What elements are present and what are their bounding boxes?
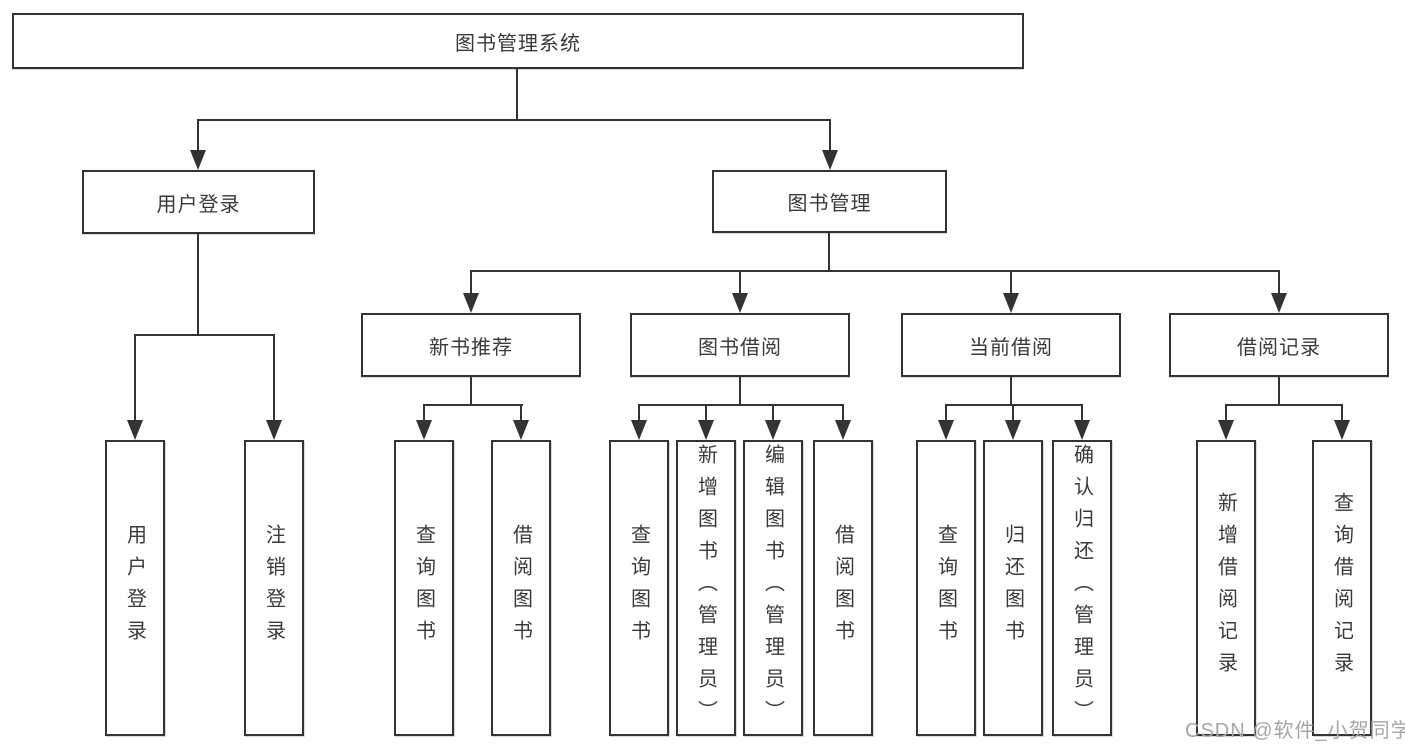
connector-line xyxy=(828,233,830,272)
connector-line xyxy=(470,270,1280,272)
connector-line xyxy=(520,404,522,422)
arrow-down-icon xyxy=(835,420,851,440)
arrow-down-icon xyxy=(631,420,647,440)
leaf-user-login: 用户登录 xyxy=(105,440,165,736)
connector-line xyxy=(197,119,831,121)
connector-line xyxy=(1278,377,1280,406)
node-book-borrowing: 图书借阅 xyxy=(630,313,850,377)
node-label: 图书借阅 xyxy=(698,336,782,359)
connector-line xyxy=(842,404,844,422)
connector-line xyxy=(423,404,523,406)
leaf-query-books-borrowing: 查询图书 xyxy=(609,440,669,736)
node-label: 借阅图书 xyxy=(509,524,532,652)
node-label: 用户登录 xyxy=(123,524,146,652)
connector-line xyxy=(705,404,707,422)
arrow-down-icon xyxy=(190,150,206,170)
connector-line xyxy=(470,377,472,406)
arrow-down-icon xyxy=(513,420,529,440)
connector-line xyxy=(197,234,199,335)
arrow-down-icon xyxy=(698,420,714,440)
node-label: 用户登录 xyxy=(156,193,241,216)
node-label: 新增借阅记录 xyxy=(1214,492,1237,684)
node-label: 确认归还（管理员） xyxy=(1070,444,1093,732)
arrow-down-icon xyxy=(1074,420,1090,440)
leaf-borrow-books-recommend: 借阅图书 xyxy=(491,440,551,736)
connector-line xyxy=(739,270,741,295)
arrow-down-icon xyxy=(463,293,479,313)
node-label: 查询图书 xyxy=(412,524,435,652)
node-label: 查询借阅记录 xyxy=(1330,492,1353,684)
arrow-down-icon xyxy=(127,420,143,440)
connector-line xyxy=(1010,270,1012,295)
node-label: 查询图书 xyxy=(627,524,650,652)
leaf-return-books: 归还图书 xyxy=(983,440,1043,736)
connector-line xyxy=(516,69,518,120)
node-label: 图书管理系统 xyxy=(455,32,581,55)
leaf-logout-login: 注销登录 xyxy=(244,440,304,736)
connector-line xyxy=(772,404,774,422)
connector-line xyxy=(1278,270,1280,295)
node-library-management-system: 图书管理系统 xyxy=(12,13,1024,69)
node-label: 编辑图书（管理员） xyxy=(761,444,784,732)
arrow-down-icon xyxy=(1005,420,1021,440)
connector-line xyxy=(470,270,472,295)
node-label: 注销登录 xyxy=(262,524,285,652)
connector-line xyxy=(1225,404,1343,406)
node-current-borrowing: 当前借阅 xyxy=(901,313,1121,377)
arrow-down-icon xyxy=(938,420,954,440)
connector-line xyxy=(829,119,831,152)
watermark: CSDN @软件_小贺同学 xyxy=(1185,720,1405,742)
node-label: 当前借阅 xyxy=(969,336,1053,359)
leaf-confirm-return-admin: 确认归还（管理员） xyxy=(1052,440,1112,736)
node-label: 查询图书 xyxy=(934,524,957,652)
node-label: 图书管理 xyxy=(787,193,872,215)
connector-line xyxy=(1341,404,1343,422)
node-label: 新增图书（管理员） xyxy=(694,444,717,732)
leaf-query-books-current: 查询图书 xyxy=(916,440,976,736)
node-borrowing-records: 借阅记录 xyxy=(1169,313,1389,377)
node-label: 归还图书 xyxy=(1001,524,1024,652)
connector-line xyxy=(134,334,275,336)
connector-line xyxy=(638,404,640,422)
arrow-down-icon xyxy=(1271,293,1287,313)
connector-line xyxy=(197,119,199,152)
arrow-down-icon xyxy=(822,150,838,170)
connector-line xyxy=(423,404,425,422)
leaf-add-books-admin: 新增图书（管理员） xyxy=(676,440,736,736)
connector-line xyxy=(134,334,136,421)
arrow-down-icon xyxy=(732,293,748,313)
connector-line xyxy=(1010,377,1012,406)
connector-line xyxy=(638,404,844,406)
connector-line xyxy=(273,334,275,421)
connector-line xyxy=(1081,404,1083,422)
arrow-down-icon xyxy=(266,420,282,440)
arrow-down-icon xyxy=(1334,420,1350,440)
leaf-borrow-books: 借阅图书 xyxy=(813,440,873,736)
leaf-query-books-recommend: 查询图书 xyxy=(394,440,454,736)
node-label: 新书推荐 xyxy=(429,336,513,359)
connector-line xyxy=(945,404,947,422)
node-user-login: 用户登录 xyxy=(82,170,315,234)
node-label: 借阅图书 xyxy=(831,524,854,652)
leaf-edit-books-admin: 编辑图书（管理员） xyxy=(743,440,803,736)
connector-line xyxy=(1012,404,1014,422)
node-book-management: 图书管理 xyxy=(712,170,947,233)
connector-line xyxy=(1225,404,1227,422)
leaf-query-borrow-record: 查询借阅记录 xyxy=(1312,440,1372,736)
node-new-book-recommendation: 新书推荐 xyxy=(361,313,581,377)
node-label: 借阅记录 xyxy=(1237,336,1321,359)
connector-line xyxy=(739,377,741,406)
leaf-add-borrow-record: 新增借阅记录 xyxy=(1196,440,1256,736)
arrow-down-icon xyxy=(416,420,432,440)
connector-line xyxy=(945,404,1083,406)
arrow-down-icon xyxy=(1218,420,1234,440)
arrow-down-icon xyxy=(765,420,781,440)
arrow-down-icon xyxy=(1003,293,1019,313)
